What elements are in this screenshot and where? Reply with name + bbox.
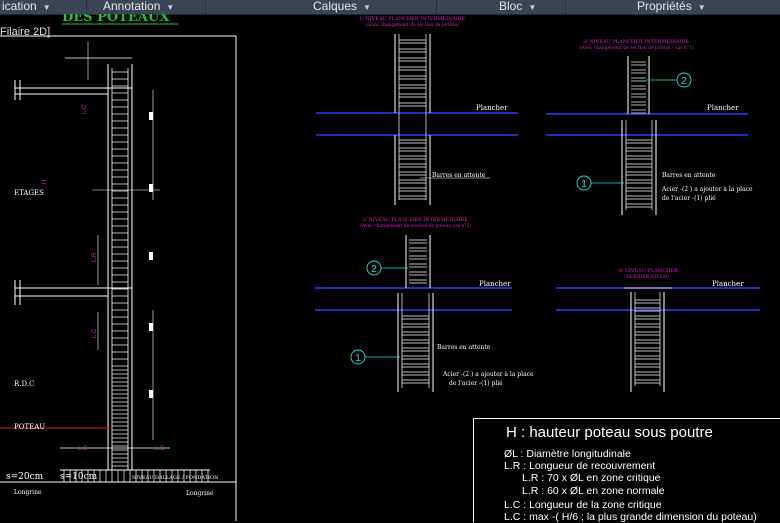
ribbon-separator [565, 0, 566, 14]
ribbon-tab-label: Calques [313, 0, 358, 13]
label-longrine-left: Longrine [14, 489, 42, 496]
marker-2-detail-3 [366, 260, 382, 276]
acier-label-3a: Acier -(2 ) a ajouter à la place [442, 371, 534, 378]
marker-2-text: 2 [371, 264, 377, 275]
label-fondation: NIVEAU DALLAGE / FONDATION [132, 475, 219, 481]
acier-label-2b: de l'acier -(1) plié [662, 195, 716, 202]
plancher-label-4: Plancher [712, 280, 744, 288]
ribbon-tab-bloc[interactable]: Bloc ▼ [499, 0, 536, 14]
svg-text:L.C: L.C [78, 446, 88, 452]
chevron-down-icon: ▼ [697, 3, 706, 12]
marker-1-text: 1 [581, 179, 587, 190]
label-rdc: R.D.C [14, 380, 34, 388]
detail-3: 3/ NIVEAU PLANCHER INTERMEDIAIRE -(Avec … [315, 217, 534, 392]
ribbon-separator [86, 0, 87, 14]
chevron-down-icon: ▼ [42, 3, 51, 12]
detail-4-subtitle: DERNIER NIVEAU [626, 274, 670, 280]
ribbon-bar: ication ▼ Annotation ▼ Calques ▼ Bloc ▼ Prop… [0, 0, 780, 15]
label-spacing-10: s=10cm [60, 472, 98, 482]
detail-3-title: 3/ NIVEAU PLANCHER INTERMEDIAIRE [362, 217, 469, 223]
ribbon-tab-calques[interactable]: Calques ▼ [313, 0, 371, 14]
legend-line-5: L.C : Longueur de la zone critique [504, 499, 662, 511]
barres-attente-label-3: Barres en attente [437, 344, 491, 351]
legend-line-6: L.C : max -( H/6 ; la plus grande dimens… [504, 511, 757, 523]
plancher-label-2: Plancher [707, 104, 739, 112]
marker-1-detail-3 [350, 349, 366, 365]
plancher-label-3: Plancher [479, 280, 511, 288]
detail-2: 2/ NIVEAU PLANCHER INTERMEDIAIRE -(Avec … [546, 39, 753, 215]
chevron-down-icon: ▼ [528, 3, 537, 12]
drawing-canvas[interactable]: DES POTEAUX [0, 14, 780, 521]
acier-label-3b: de l'acier -(1) plié [449, 380, 503, 387]
marker-2-detail-2 [676, 72, 692, 88]
plancher-label-1: Plancher [476, 104, 508, 112]
label-poteau: POTEAU [14, 423, 45, 431]
label-longrine-right: Longrine [186, 490, 214, 497]
detail-2-subtitle: -(Avec changement de section de poteau :… [578, 44, 694, 51]
ribbon-separator [436, 0, 437, 14]
chevron-down-icon: ▼ [363, 3, 371, 12]
legend-line-1: ØL : Diamètre longitudinale [504, 448, 631, 460]
svg-text:L.C: L.C [92, 328, 98, 338]
ribbon-tab-label: Annotation [103, 0, 161, 13]
ribbon-tab-label: Bloc [499, 0, 523, 13]
legend-title: H : hauteur poteau sous poutre [506, 424, 713, 441]
legend-line-3: L.R : 70 x ØL en zone critique [522, 472, 661, 484]
svg-text:H: H [42, 180, 48, 184]
ribbon-tab-proprietes[interactable]: Propriétés ▼ [637, 0, 706, 14]
detail-1-title: 1/ NIVEAU PLANCHER INTERMEDIAIRE [359, 16, 466, 22]
detail-3-subtitle: -(Avec changement de section de poteau c… [359, 222, 472, 229]
legend-line-4: L.R : 60 x ØL en zone normale [522, 485, 665, 497]
ribbon-tab-application[interactable]: ication ▼ [2, 0, 51, 14]
label-etages: ETAGES [14, 189, 44, 197]
label-spacing-20: s=20cm [6, 472, 44, 482]
barres-attente-label-2: Barres en attente [662, 172, 716, 179]
legend-line-2: L.R : Longueur de recouvrement [504, 460, 656, 472]
acier-label-2a: Acier -(2 ) a ajouter à la place [661, 186, 753, 193]
svg-text:L.C: L.C [82, 104, 88, 114]
ribbon-tab-label: ication [2, 0, 37, 13]
svg-text:L.R: L.R [92, 252, 98, 262]
ribbon-separator [205, 0, 206, 14]
viewport-label[interactable]: Filaire 2D] [0, 26, 51, 38]
marker-2-text: 2 [681, 76, 687, 87]
detail-4-title: 4/ NIVEAU PLANCHER [618, 268, 678, 274]
detail-1-subtitle: -(Sans changement de section de poteau) [365, 21, 460, 28]
detail-2-title: 2/ NIVEAU PLANCHER INTERMEDIAIRE [583, 39, 690, 45]
column-elevation: L.C L.R L.C H L.C L.C [0, 42, 236, 483]
detail-4: 4/ NIVEAU PLANCHER DERNIER NIVEAU Planch… [556, 268, 760, 392]
legend-box: H : hauteur poteau sous poutre ØL : Diam… [473, 418, 780, 523]
barres-attente-label-1: Barres en attente [432, 172, 486, 179]
ribbon-tab-annotation[interactable]: Annotation ▼ [103, 0, 174, 14]
detail-1: 1/ NIVEAU PLANCHER INTERMEDIAIRE -(Sans … [316, 16, 518, 205]
chevron-down-icon: ▼ [166, 3, 175, 12]
marker-1-text: 1 [355, 353, 361, 364]
drawing-heading: DES POTEAUX [62, 14, 170, 25]
svg-text:L.C: L.C [155, 446, 165, 452]
marker-1-detail-2 [576, 175, 592, 191]
ribbon-tab-label: Propriétés [637, 0, 692, 13]
